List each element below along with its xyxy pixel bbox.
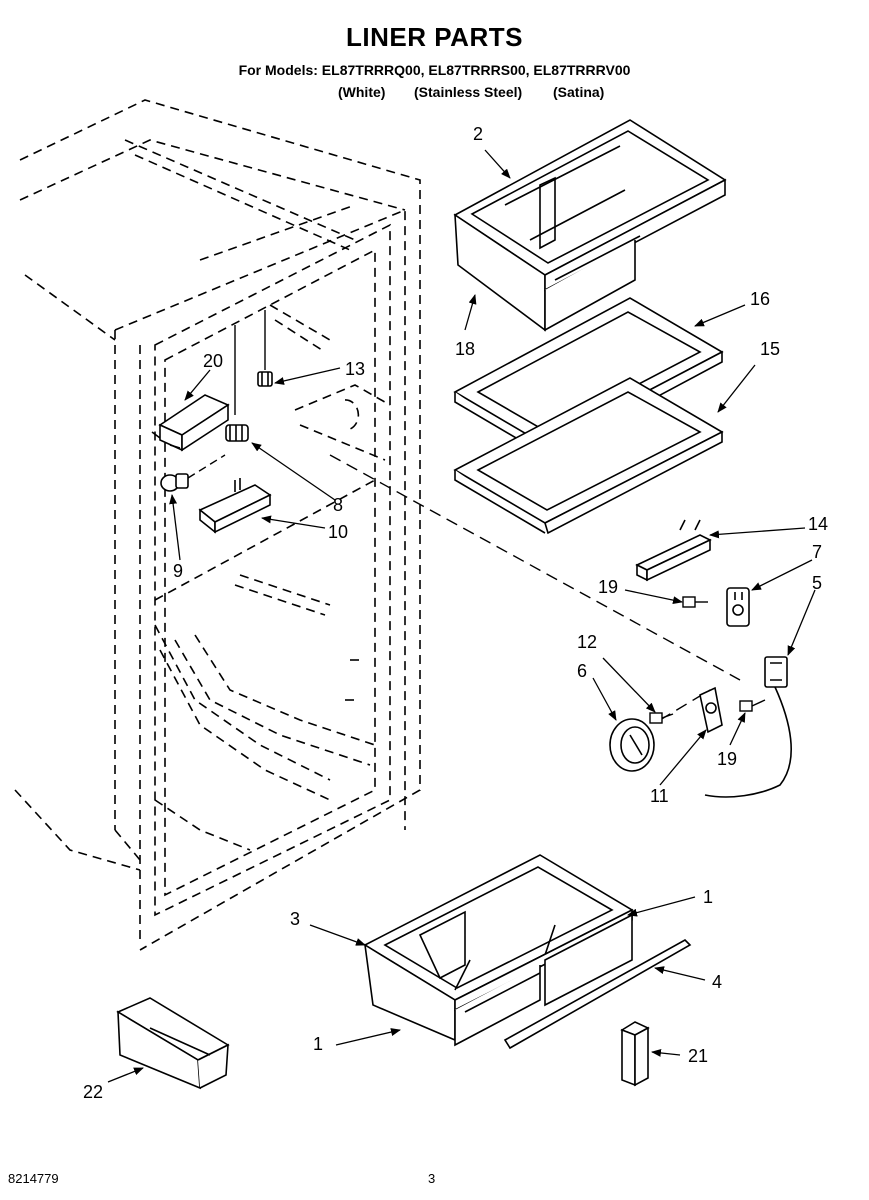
light-shield-20 (151, 394, 230, 452)
leader-lines (107, 149, 816, 1083)
callout-21: 21 (688, 1046, 708, 1066)
leader-19a (624, 589, 683, 605)
callout-18: 18 (455, 339, 475, 359)
crisper-drawer-assembly (363, 854, 634, 1047)
top-crisper-pan (453, 119, 727, 332)
leader-16 (694, 304, 746, 327)
wire-lead (234, 310, 266, 415)
callout-8: 8 (333, 495, 343, 515)
callout-labels: 2 18 16 15 20 13 8 10 9 14 7 19 5 12 6 1… (83, 124, 828, 1102)
leader-4 (654, 966, 706, 981)
callout-1-lower: 1 (313, 1034, 323, 1054)
leader-11 (659, 729, 707, 786)
callout-6: 6 (577, 661, 587, 681)
callout-16: 16 (750, 289, 770, 309)
bracket-10 (198, 478, 272, 534)
control-knob-6 (609, 718, 655, 772)
callout-2: 2 (473, 124, 483, 144)
leader-20 (184, 369, 211, 401)
leader-10 (261, 515, 326, 529)
callout-10: 10 (328, 522, 348, 542)
callout-3: 3 (290, 909, 300, 929)
screw-19a (682, 596, 708, 608)
door-bin-22 (116, 997, 230, 1090)
bulb-guideline (187, 454, 226, 479)
thermostat-7 (726, 587, 750, 627)
finish-stainless: (Stainless Steel) (414, 84, 523, 100)
leader-18 (464, 294, 477, 331)
callout-20: 20 (203, 351, 223, 371)
callout-15: 15 (760, 339, 780, 359)
leader-5 (787, 589, 816, 656)
leader-3 (309, 924, 366, 946)
document-number: 8214779 (8, 1171, 59, 1186)
callout-14: 14 (808, 514, 828, 534)
leader-13 (274, 367, 341, 385)
control-plate-11 (699, 686, 723, 734)
thermostat-5 (704, 656, 792, 798)
leader-19b (729, 712, 746, 746)
callout-9: 9 (173, 561, 183, 581)
control-bracket-14 (635, 519, 712, 582)
callout-22: 22 (83, 1082, 103, 1102)
leader-2 (484, 149, 511, 179)
callout-5: 5 (812, 573, 822, 593)
leader-21 (651, 1048, 681, 1057)
callout-12: 12 (577, 632, 597, 652)
cabinet-liner (14, 99, 421, 951)
callout-1-upper: 1 (703, 887, 713, 907)
callout-13: 13 (345, 359, 365, 379)
page-number: 3 (428, 1171, 436, 1186)
divider-rail-4 (503, 939, 692, 1050)
screw-19b (739, 699, 766, 712)
leader-9 (169, 494, 181, 561)
leader-8 (251, 442, 336, 501)
leader-7 (751, 559, 813, 591)
screw-12 (649, 712, 674, 724)
callout-19-lower: 19 (717, 749, 737, 769)
leader-14 (709, 527, 806, 539)
callout-4: 4 (712, 972, 722, 992)
leader-22 (107, 1067, 144, 1083)
leader-15 (717, 364, 756, 413)
leader-12 (602, 657, 656, 713)
finish-satina: (Satina) (553, 84, 605, 100)
leader-6 (592, 677, 617, 721)
model-list: For Models: EL87TRRRQ00, EL87TRRRS00, EL… (238, 62, 631, 78)
callout-7: 7 (812, 542, 822, 562)
clip-13 (257, 371, 273, 387)
finish-white: (White) (338, 84, 386, 100)
callout-11: 11 (650, 786, 669, 806)
leader-1a (627, 896, 696, 917)
page-title: LINER PARTS (346, 22, 523, 52)
leader-1b (335, 1028, 401, 1046)
callout-19-upper: 19 (598, 577, 618, 597)
light-socket-8 (225, 424, 249, 442)
filler-block-21 (620, 1021, 650, 1087)
shelf-frame-15 (453, 377, 724, 535)
light-bulb-9 (160, 473, 189, 492)
